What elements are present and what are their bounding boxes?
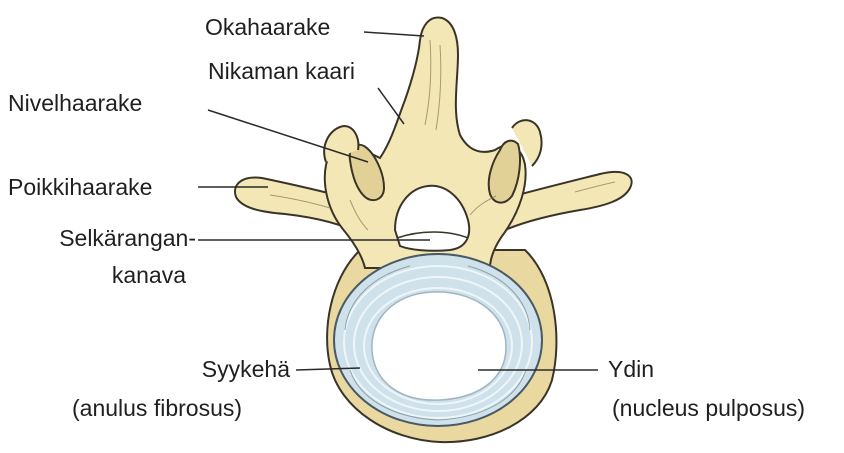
leader-spinous: [364, 32, 424, 36]
leader-arch: [378, 88, 404, 124]
label-vertebral-arch: Nikaman kaari: [208, 58, 355, 84]
label-anulus-line1: Syykehä: [0, 356, 290, 382]
label-articular-process: Nivelhaarake: [8, 90, 142, 116]
label-transverse-process: Poikkihaarake: [8, 174, 152, 200]
label-nucleus-line2: (nucleus pulposus): [612, 395, 805, 421]
label-anulus-line2: (anulus fibrosus): [72, 395, 242, 421]
nucleus-pulposus: [372, 292, 506, 400]
label-spinal-canal-line1: Selkärangan-: [0, 225, 196, 251]
label-spinal-canal-line2: kanava: [0, 262, 186, 288]
label-nucleus-line1: Ydin: [608, 356, 654, 382]
label-spinous-process: Okahaarake: [205, 14, 330, 40]
